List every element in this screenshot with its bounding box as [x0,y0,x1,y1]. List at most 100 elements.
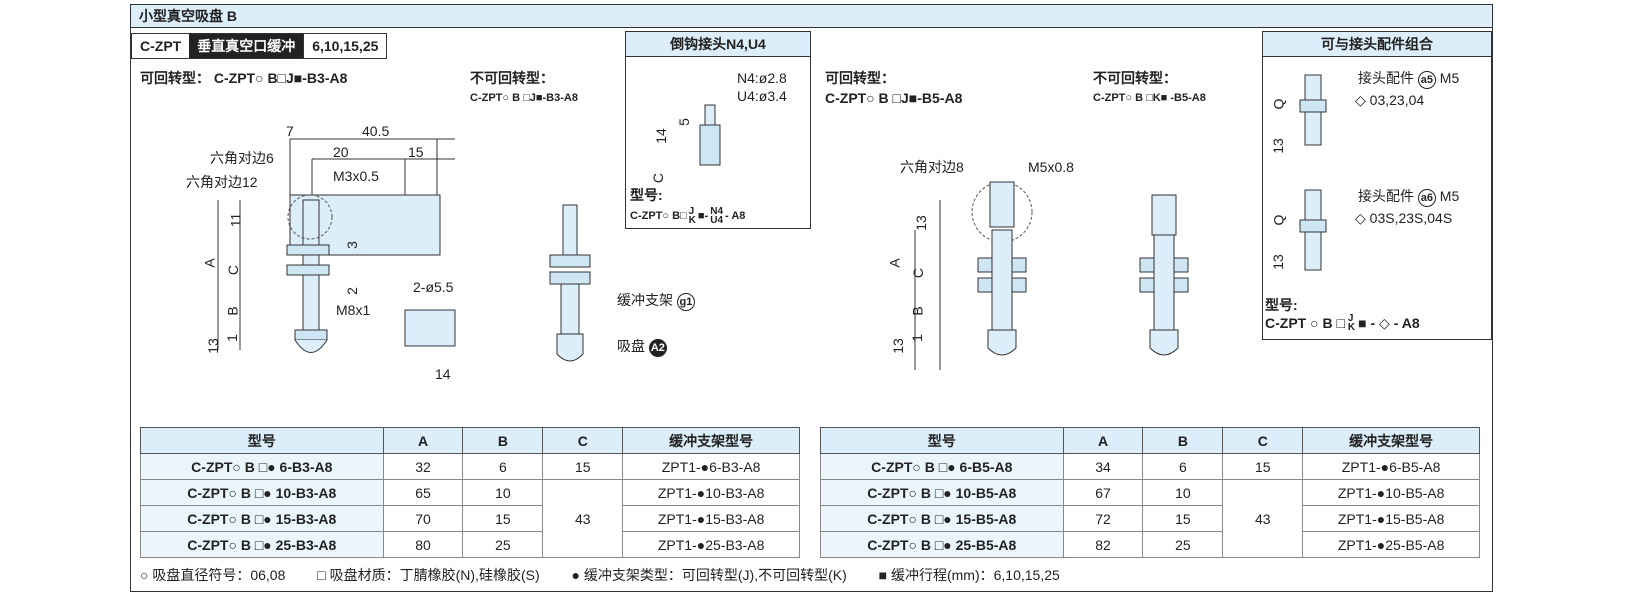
mid-dim-b: B [909,306,926,316]
dim-20: 20 [333,144,349,160]
combo-a6-options: ◇ 03S,23S,04S [1355,210,1453,226]
legend-square: □ 吸盘材质：丁腈橡胶(N),硅橡胶(S) [317,567,540,583]
left-dimension-drawing [217,138,456,353]
barb-jk-j: J [688,206,695,217]
left-nonrot-label: 不可回转型： [470,70,554,86]
a-cell: 72 [1062,505,1144,532]
mid-dim-a: A [886,258,903,268]
b-cell: 25 [1142,531,1224,558]
model-cell: C-ZPT○ B □● 6-B5-A8 [820,453,1064,480]
mid-rot-code: C-ZPT○ B □J■-B5-A8 [825,90,963,106]
column-header: C [1222,427,1304,454]
series-strip: C-ZPT 垂直真空口缓冲 6,10,15,25 [131,33,388,59]
b-cell: 10 [1142,479,1224,506]
series-code: C-ZPT [132,34,190,58]
barb-model-part-c: - A8 [725,210,746,222]
legend-block: ■ 缓冲行程(mm)：6,10,15,25 [878,567,1060,583]
bracket-model-cell: ZPT1-●15-B3-A8 [622,505,800,532]
combo-jk-k: K [1347,322,1356,333]
column-header: B [1142,427,1224,454]
dim-11: 11 [227,212,244,228]
combo-model-part-b: ■ - ◇ - A8 [1358,314,1420,331]
dim-40-5: 40.5 [362,123,390,139]
b-cell: 15 [1142,505,1224,532]
column-header: A [382,427,464,454]
mid-nonrot-code: C-ZPT○ B □K■ -B5-A8 [1093,92,1206,104]
bracket-model-cell: ZPT1-●6-B3-A8 [622,453,800,480]
legend: ○ 吸盘直径符号：06,08 □ 吸盘材质：丁腈橡胶(N),硅橡胶(S) ● 缓… [140,565,1088,585]
combo-jk-stack: J K [1347,313,1356,333]
combo-box: 可与接头配件组合 [1262,31,1492,340]
combo-model-part-a: C-ZPT ○ B □ [1265,315,1345,331]
c-cell: 15 [542,453,624,480]
a-cell: 70 [382,505,464,532]
bracket-model-cell: ZPT1-●10-B3-A8 [622,479,800,506]
combo-a6: 接头配件 a6 M5 [1358,186,1459,207]
mid-dim-1: 1 [908,334,925,342]
dim-a: A [201,258,218,268]
page-title: 小型真空吸盘 B [131,5,1492,28]
mid-rot-label: 可回转型： [825,70,895,86]
column-header: A [1062,427,1144,454]
c-cell-merged: 43 [542,479,624,558]
combo-a5-label: 接头配件 [1358,70,1414,86]
c-cell-merged: 43 [1222,479,1304,558]
barb-model-label: 型号: [630,187,663,203]
barb-dim-5: 5 [675,118,692,126]
mid-dimension-drawing [914,181,1189,370]
combo-a5-thread: M5 [1439,70,1460,86]
combo-a5: 接头配件 a5 M5 [1358,68,1459,89]
a-cell: 67 [1062,479,1144,506]
combo-title: 可与接头配件组合 [1263,32,1491,57]
model-cell: C-ZPT○ B □● 25-B5-A8 [820,531,1064,558]
combo-model-label: 型号: [1265,297,1298,313]
dim-1: 1 [223,334,240,342]
bracket-model-cell: ZPT1-●10-B5-A8 [1302,479,1480,506]
a-cell: 82 [1062,531,1144,558]
a-cell: 80 [382,531,464,558]
barb-dim-c: C [650,172,667,184]
mid-nonrot-label: 不可回转型： [1093,70,1177,86]
pad-label: 吸盘 [617,338,645,354]
model-cell: C-ZPT○ B □● 15-B3-A8 [140,505,384,532]
model-cell: C-ZPT○ B □● 15-B5-A8 [820,505,1064,532]
c-cell: 15 [1222,453,1304,480]
combo-a5-badge: a5 [1417,71,1436,89]
combo-a6-thread: M5 [1439,188,1460,204]
combo-a5-options: ◇ 03,23,04 [1355,92,1425,108]
barb-nu-stack: N4 U4 [710,207,724,226]
barb-u4-code: U4 [710,215,724,226]
model-cell: C-ZPT○ B □● 6-B3-A8 [140,453,384,480]
bracket-model-cell: ZPT1-●15-B5-A8 [1302,505,1480,532]
dim-hex6: 六角对边6 [210,150,274,166]
left-rot-code: C-ZPT○ B□J■-B3-A8 [213,70,348,86]
left-rot-label: 可回转型： C-ZPT○ B□J■-B3-A8 [140,70,348,86]
barb-model-code: C-ZPT○ B□ J K ■- N4 U4 - A8 [630,206,746,226]
dim-7: 7 [286,123,294,139]
mid-dim-c: C [910,267,927,279]
barb-jk-stack: J K [688,206,696,226]
combo-jk-j: J [1347,313,1354,324]
b-cell: 10 [462,479,544,506]
combo-dim-13b: 13 [1269,254,1286,270]
bracket-label: 缓冲支架 [617,292,673,308]
series-type: 垂直真空口缓冲 [189,34,304,58]
left-side-view-drawing [549,204,591,362]
model-cell: C-ZPT○ B □● 10-B3-A8 [140,479,384,506]
pad-callout: 吸盘 A2 [617,336,667,357]
barb-n4: N4:ø2.8 [737,70,787,86]
barb-model-part-b: ■- [697,210,709,222]
mid-dim-13b: 13 [889,338,906,354]
dim-15: 15 [408,144,424,160]
mid-dim-m5: M5x0.8 [1028,159,1074,175]
bracket-badge: g1 [676,293,695,311]
combo-model-code: C-ZPT ○ B □ J K ■ - ◇ - A8 [1265,313,1420,333]
